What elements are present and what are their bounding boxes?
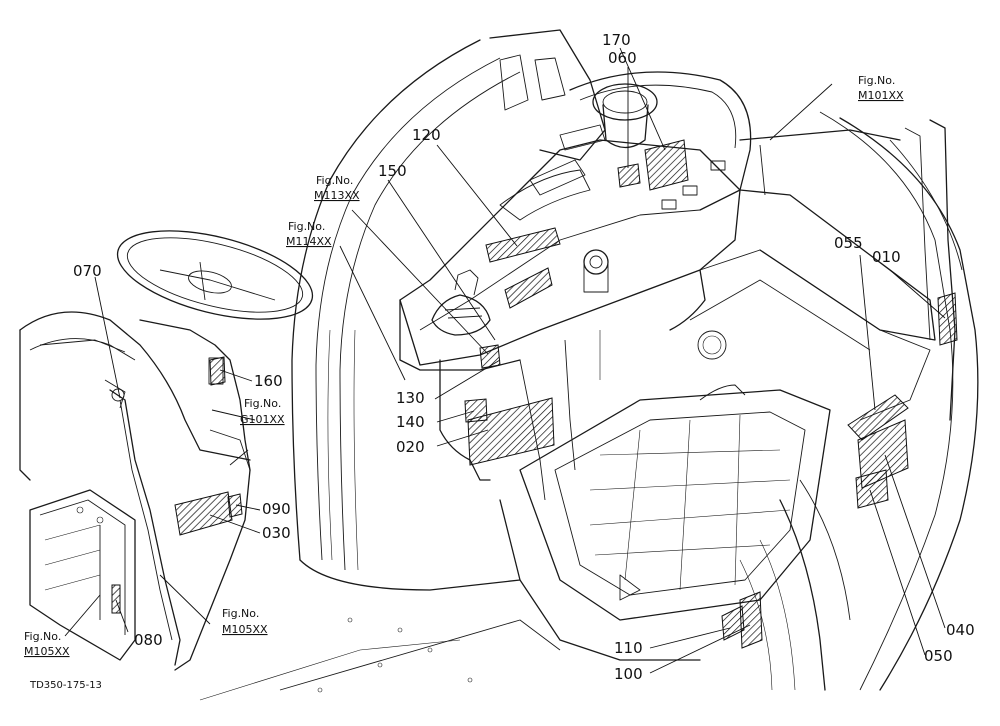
fig-label-g101: Fig.No. <box>244 397 281 410</box>
callout-020: 020 <box>396 438 425 456</box>
decal-060 <box>617 163 641 188</box>
left-fender <box>291 39 521 591</box>
callout-130: 130 <box>396 389 425 407</box>
fig-ref-m114: M114XX <box>286 235 332 248</box>
callout-160: 160 <box>254 372 283 390</box>
decals <box>174 139 958 649</box>
decal-170 <box>644 139 689 191</box>
decal-020 <box>467 397 555 466</box>
callout-labels: 060 170 120 150 055 010 070 160 130 140 … <box>73 31 975 683</box>
decal-150 <box>504 267 553 309</box>
decal-160 <box>209 356 226 386</box>
callout-110: 110 <box>614 639 643 657</box>
callout-040: 040 <box>946 621 975 639</box>
decal-120 <box>485 227 561 263</box>
callout-100: 100 <box>614 665 643 683</box>
fig-ref-m101: M101XX <box>858 89 904 102</box>
decal-090 <box>227 493 243 518</box>
callout-070: 070 <box>73 262 102 280</box>
callout-055: 055 <box>834 234 863 252</box>
decal-050 <box>855 469 889 509</box>
decal-030 <box>174 491 233 536</box>
callout-060: 060 <box>608 49 637 67</box>
right-fender <box>739 111 979 691</box>
fig-ref-m113: M113XX <box>314 189 360 202</box>
decal-040 <box>857 419 909 489</box>
callout-030: 030 <box>262 524 291 542</box>
instrument-pod <box>489 29 752 211</box>
fig-label-m114: Fig.No. <box>288 220 325 233</box>
side-console <box>399 124 741 501</box>
decal-010 <box>937 292 958 346</box>
fig-label-m113: Fig.No. <box>316 174 353 187</box>
floor-platform <box>199 129 936 701</box>
leader-lines <box>64 47 946 674</box>
callout-150: 150 <box>378 162 407 180</box>
drawing-code: TD350-175-13 <box>29 680 102 691</box>
callout-010: 010 <box>872 248 901 266</box>
callout-120: 120 <box>412 126 441 144</box>
callout-140: 140 <box>396 413 425 431</box>
steering-dash <box>19 230 314 671</box>
fig-label-m105-left: Fig.No. <box>24 630 61 643</box>
fig-ref-m105-left: M105XX <box>24 645 70 658</box>
inset-panel <box>29 489 136 661</box>
fig-ref-m105-right: M105XX <box>222 623 268 636</box>
decal-055 <box>847 394 909 441</box>
callout-050: 050 <box>924 647 953 665</box>
fig-ref-g101: G101XX <box>240 413 285 426</box>
decal-100 <box>739 591 763 649</box>
callout-090: 090 <box>262 500 291 518</box>
fig-label-m101: Fig.No. <box>858 74 895 87</box>
figure-references: Fig.No. M101XX Fig.No. M113XX Fig.No. M1… <box>24 74 904 658</box>
callout-170: 170 <box>602 31 631 49</box>
callout-080: 080 <box>134 631 163 649</box>
fig-label-m105-right: Fig.No. <box>222 607 259 620</box>
